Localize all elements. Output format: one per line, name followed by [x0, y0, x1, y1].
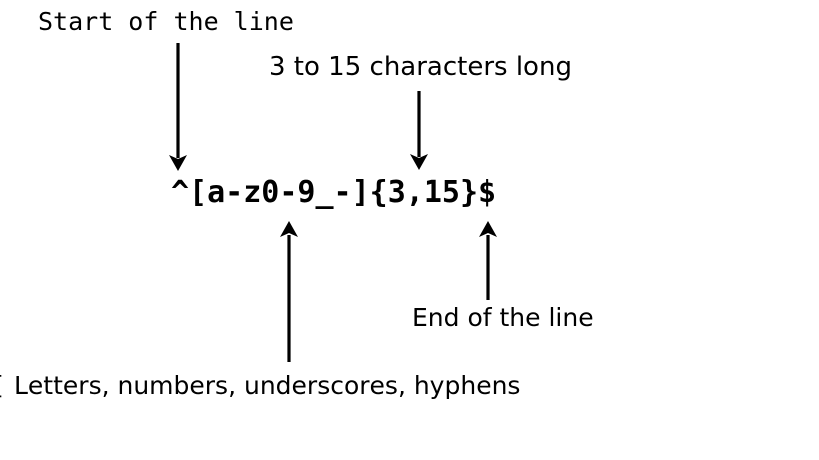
label-length-constraint: 3 to 15 characters long [269, 52, 572, 82]
label-end-of-line: End of the line [412, 303, 594, 332]
end-arrow-up-icon [479, 221, 497, 300]
label-start-of-line: Start of the line [38, 7, 294, 36]
charset-arrow-up-icon [280, 221, 298, 362]
regex-pattern: ^[a-z0-9_-]{3,15}$ [171, 175, 497, 210]
clipped-bracket-glyph: [ [0, 371, 4, 401]
start-arrow-down-icon [169, 43, 187, 171]
length-arrow-down-icon [410, 91, 428, 170]
label-character-set: Letters, numbers, underscores, hyphens [14, 371, 521, 400]
